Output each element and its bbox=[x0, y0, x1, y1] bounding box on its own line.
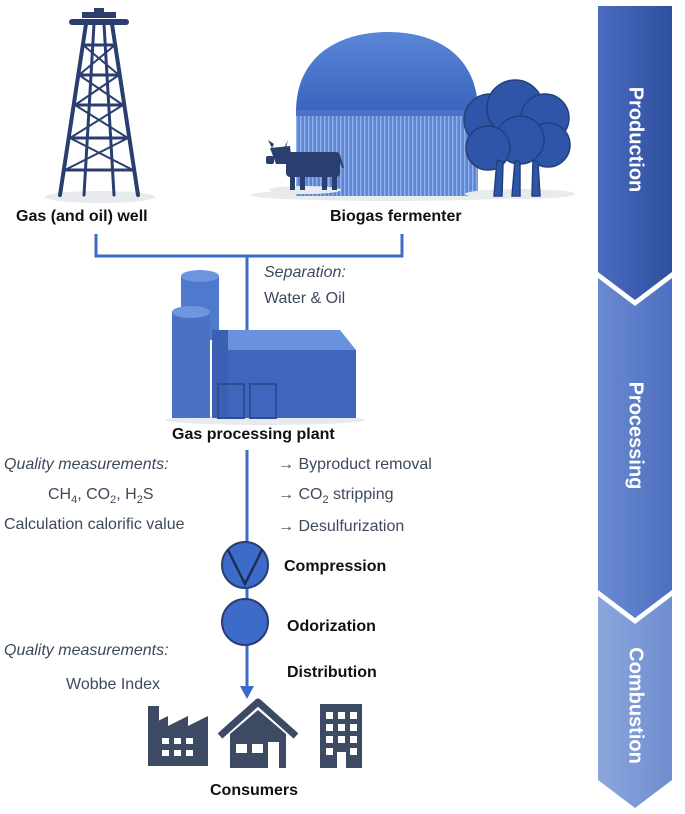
source-connector bbox=[94, 234, 404, 332]
quality-title-1: Quality measurements: bbox=[4, 456, 169, 473]
quality-title-2: Quality measurements: bbox=[4, 642, 169, 659]
stage-arrow-production bbox=[598, 6, 672, 300]
oil-derrick-icon bbox=[45, 8, 155, 203]
gas-plant-icon bbox=[165, 270, 365, 425]
tree-icon bbox=[463, 79, 575, 199]
stage-arrow-combustion bbox=[598, 596, 672, 808]
calorific-value: Calculation calorific value bbox=[4, 516, 185, 533]
stage-label-production: Production bbox=[624, 86, 647, 193]
plant-label: Gas processing plant bbox=[172, 426, 335, 443]
stage-label-processing: Processing bbox=[624, 381, 647, 490]
house-icon bbox=[217, 698, 299, 768]
office-building-icon bbox=[320, 704, 362, 768]
distribution-label: Distribution bbox=[287, 664, 377, 681]
separation-detail: Water & Oil bbox=[264, 290, 346, 307]
cow-icon bbox=[266, 140, 344, 194]
consumers-label: Consumers bbox=[210, 782, 299, 799]
odorizer-icon bbox=[221, 598, 269, 646]
compression-label: Compression bbox=[284, 558, 387, 575]
step-co2-stripping: → CO2 stripping bbox=[278, 486, 394, 507]
step-desulfurization: → Desulfurization bbox=[278, 518, 405, 535]
step-byproduct: → Byproduct removal bbox=[278, 456, 432, 473]
fermenter-label: Biogas fermenter bbox=[330, 208, 462, 225]
wobbe-index: Wobbe Index bbox=[66, 676, 160, 693]
compressor-icon bbox=[221, 541, 269, 589]
factory-icon bbox=[148, 706, 208, 766]
well-label: Gas (and oil) well bbox=[16, 208, 148, 225]
gas-components: CH4, CO2, H2S bbox=[48, 486, 154, 507]
separation-title: Separation: bbox=[264, 264, 346, 281]
stage-label-combustion: Combustion bbox=[624, 647, 647, 764]
stage-arrow-processing bbox=[598, 278, 672, 618]
odorization-label: Odorization bbox=[287, 618, 376, 635]
